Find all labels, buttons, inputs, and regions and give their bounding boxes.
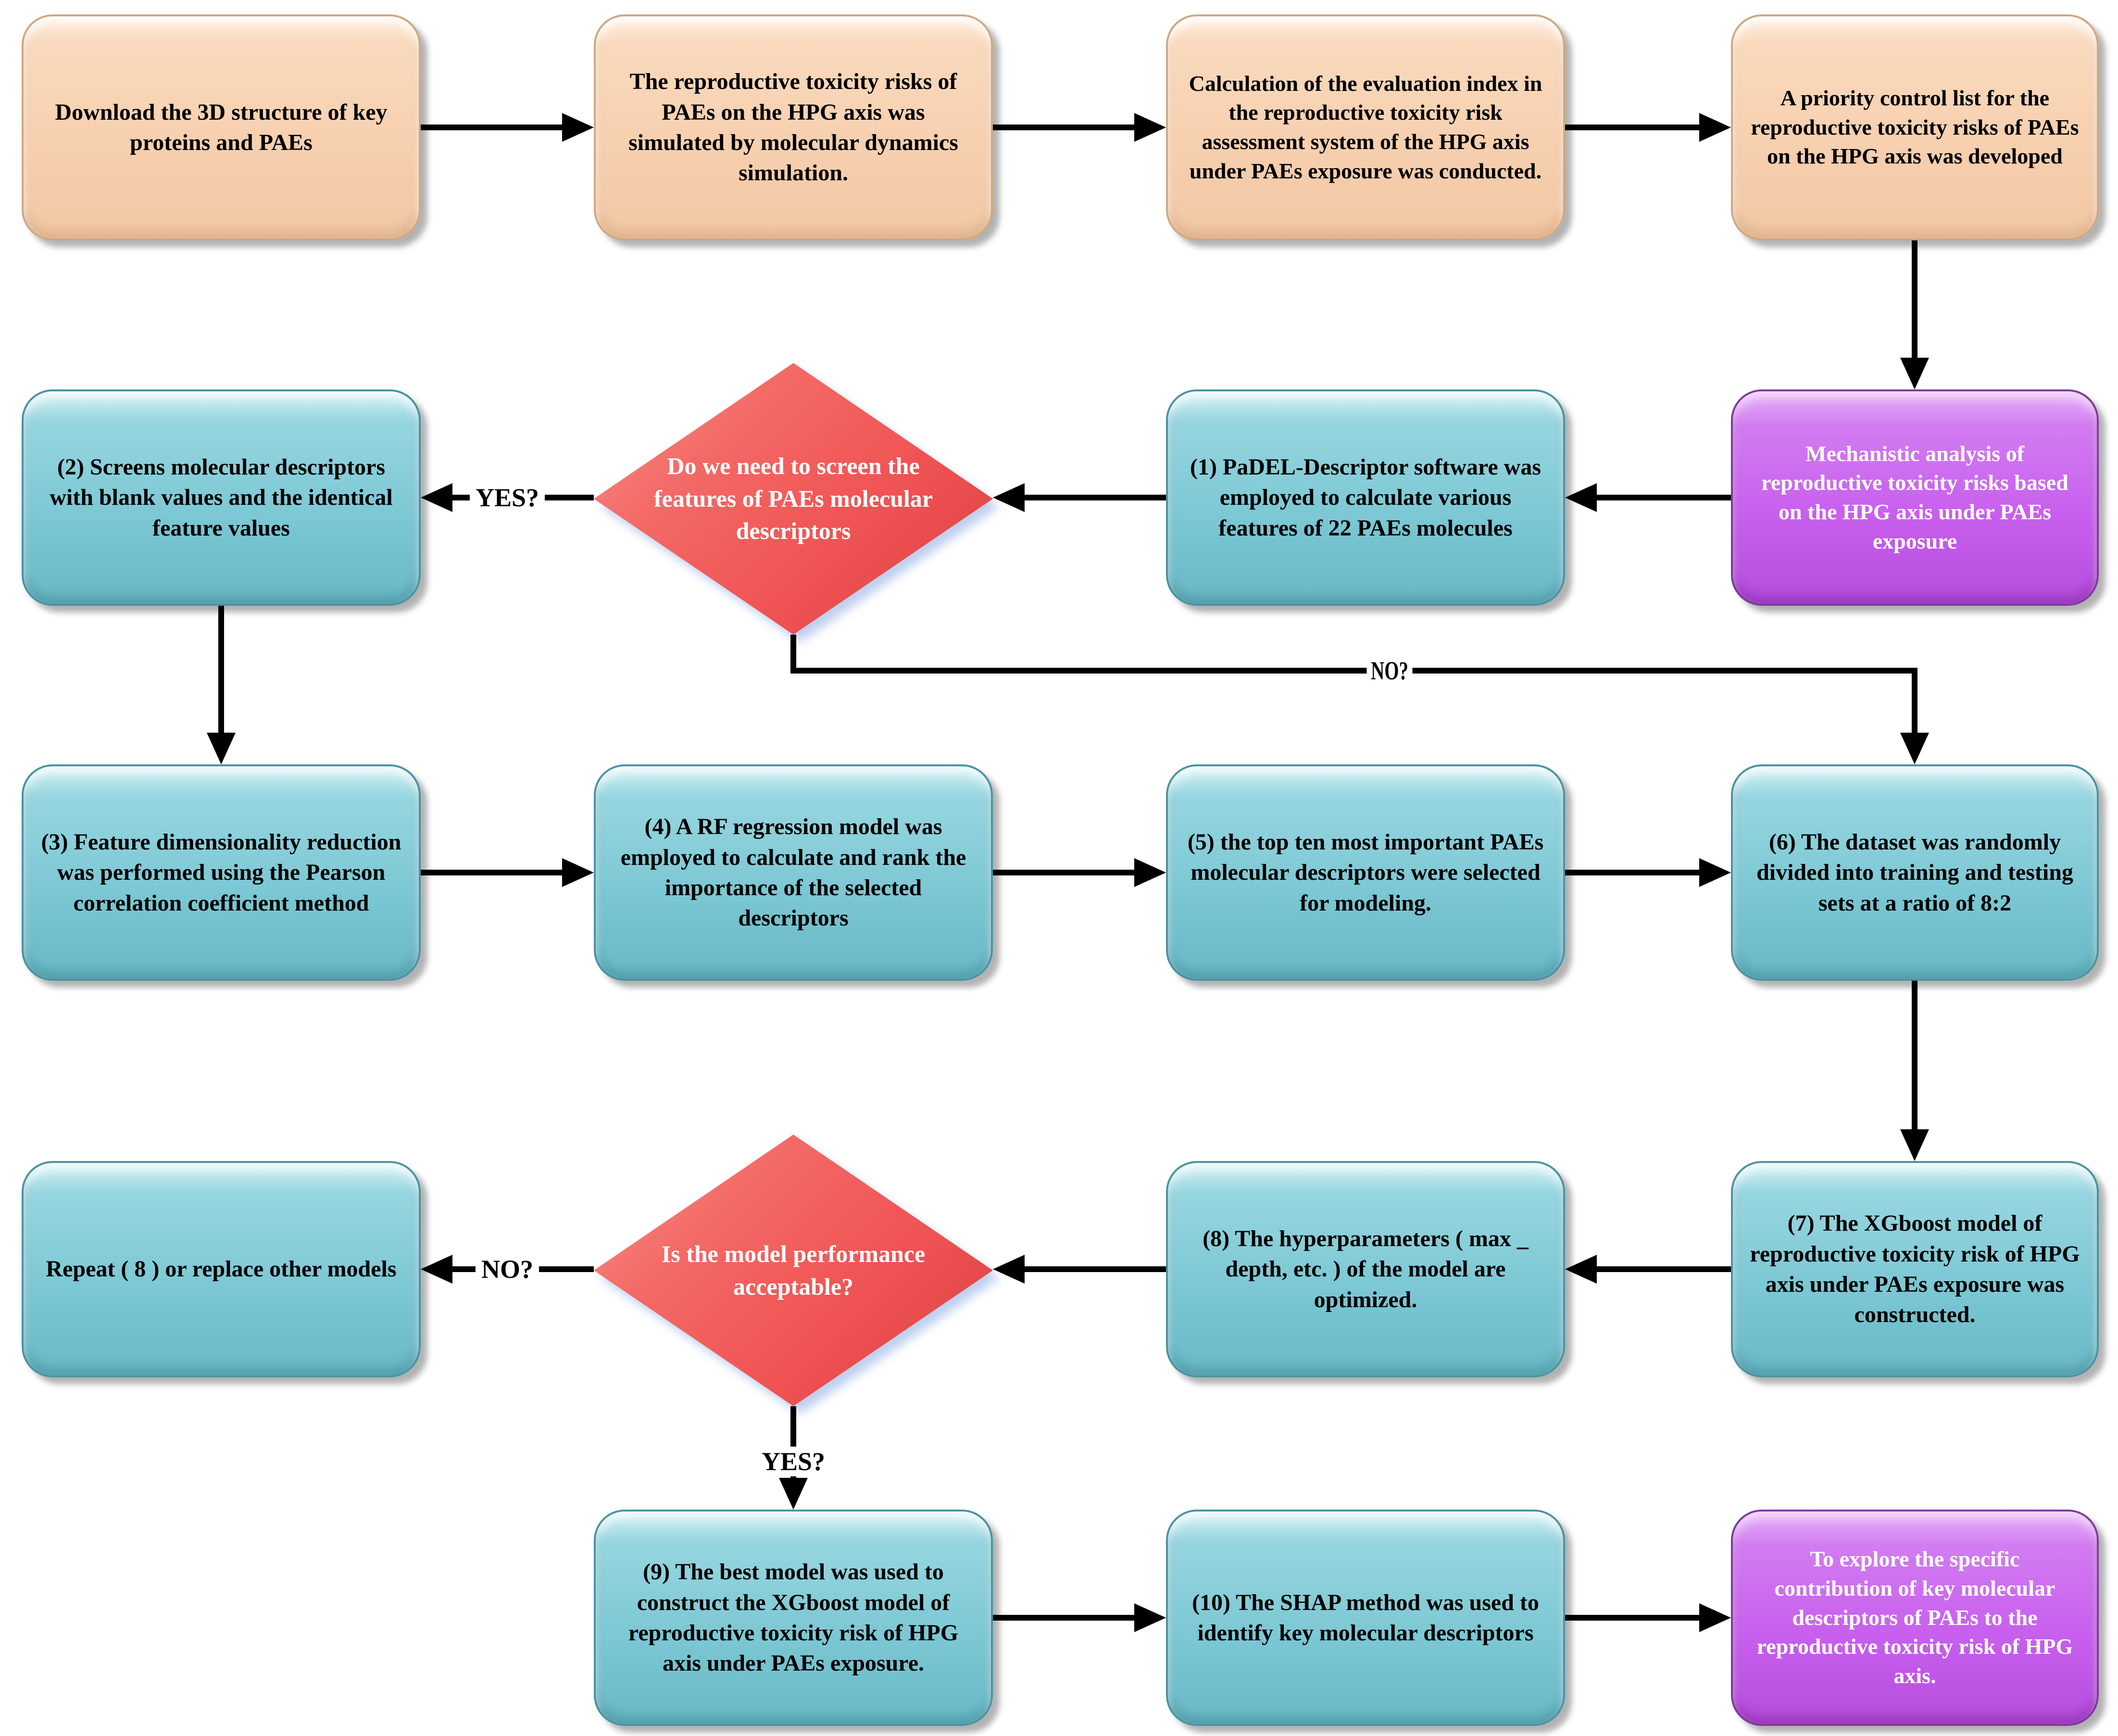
arrow-pearson-to-rf-head bbox=[562, 858, 594, 887]
node-xgboost-constructed: (7) The XGboost model of reproductive to… bbox=[1731, 1161, 2099, 1377]
decision-screen-features-shape: Do we need to screen the features of PAE… bbox=[594, 363, 993, 635]
arrow-pearson-to-rf-line bbox=[421, 870, 562, 875]
arrow-padel-to-decision1-head bbox=[993, 483, 1025, 512]
arrow-shap-to-explore-line bbox=[1565, 1615, 1699, 1621]
arrow-rf-to-topten-head bbox=[1134, 858, 1166, 887]
arrow-xgboost-to-hyper-head bbox=[1565, 1255, 1597, 1284]
arrow-dataset-to-xgboost-line bbox=[1912, 981, 1917, 1129]
decision-model-performance-shape: Is the model performance acceptable? bbox=[594, 1135, 993, 1406]
edge-label-yes-1: YES? bbox=[469, 483, 545, 512]
decision-model-performance: Is the model performance acceptable? bbox=[594, 1135, 993, 1406]
edge-label-no-1: NO? bbox=[1366, 656, 1413, 686]
arrow-priority-to-mechanistic-head bbox=[1900, 358, 1929, 389]
decision-screen-features: Do we need to screen the features of PAE… bbox=[594, 363, 993, 635]
arrow-dataset-to-xgboost-head bbox=[1900, 1129, 1929, 1161]
node-hyperparameters-optimized: (8) The hyperparameters ( max _ depth, e… bbox=[1166, 1161, 1565, 1377]
node-explore-contribution: To explore the specific contribution of … bbox=[1731, 1510, 2099, 1726]
arrow-evaluation-to-priority-head bbox=[1699, 113, 1731, 142]
node-screen-blank-identical: (2) Screens molecular descriptors with b… bbox=[22, 389, 421, 606]
arrow-decision2-yes-head bbox=[779, 1478, 808, 1510]
arrow-hyper-to-decision2-line bbox=[1025, 1266, 1166, 1272]
arrow-bestmodel-to-shap-head bbox=[1134, 1603, 1166, 1632]
edge-label-yes-2: YES? bbox=[755, 1447, 831, 1476]
node-evaluation-index: Calculation of the evaluation index in t… bbox=[1166, 14, 1565, 240]
arrow-screens-to-pearson-head bbox=[207, 733, 236, 764]
arrow-download-to-md-line bbox=[421, 125, 562, 130]
arrow-screens-to-pearson-line bbox=[218, 606, 224, 733]
decision-screen-features-label: Do we need to screen the features of PAE… bbox=[654, 452, 933, 545]
node-top-ten-descriptors: (5) the top ten most important PAEs mole… bbox=[1166, 764, 1565, 981]
arrow-xgboost-to-hyper-line bbox=[1597, 1266, 1731, 1272]
arrow-rf-to-topten-line bbox=[993, 870, 1134, 875]
decision-model-performance-label: Is the model performance acceptable? bbox=[661, 1240, 926, 1300]
node-best-model-xgboost: (9) The best model was used to construct… bbox=[594, 1510, 993, 1726]
edge-label-no-2: NO? bbox=[476, 1254, 539, 1284]
arrow-md-to-evaluation-head bbox=[1134, 113, 1166, 142]
arrow-mechanistic-to-padel-line bbox=[1597, 495, 1731, 500]
node-download-3d-structures: Download the 3D structure of key protein… bbox=[22, 14, 421, 240]
arrow-topten-to-dataset-head bbox=[1699, 858, 1731, 887]
arrow-decision1-yes-head bbox=[421, 483, 452, 512]
arrow-decision1-no-down-line bbox=[1912, 674, 1917, 733]
arrow-bestmodel-to-shap-line bbox=[993, 1615, 1134, 1621]
arrow-decision2-no-head bbox=[421, 1255, 452, 1284]
arrow-download-to-md-head bbox=[562, 113, 594, 142]
arrow-hyper-to-decision2-head bbox=[993, 1255, 1025, 1284]
node-mechanistic-analysis: Mechanistic analysis of reproductive tox… bbox=[1731, 389, 2099, 606]
node-dataset-split: (6) The dataset was randomly divided int… bbox=[1731, 764, 2099, 981]
arrow-mechanistic-to-padel-head bbox=[1565, 483, 1597, 512]
arrow-decision1-no-across-line bbox=[790, 668, 1917, 674]
node-shap-method: (10) The SHAP method was used to identif… bbox=[1166, 1510, 1565, 1726]
arrow-priority-to-mechanistic-line bbox=[1912, 240, 1917, 358]
node-pearson-reduction: (3) Feature dimensionality reduction was… bbox=[22, 764, 421, 981]
node-repeat-or-replace: Repeat ( 8 ) or replace other models bbox=[22, 1161, 421, 1377]
arrow-decision1-no-head bbox=[1900, 733, 1929, 764]
arrow-md-to-evaluation-line bbox=[993, 125, 1134, 130]
arrow-evaluation-to-priority-line bbox=[1565, 125, 1699, 130]
arrow-topten-to-dataset-line bbox=[1565, 870, 1699, 875]
arrow-padel-to-decision1-line bbox=[1025, 495, 1166, 500]
arrow-shap-to-explore-head bbox=[1699, 1603, 1731, 1632]
node-rf-ranking: (4) A RF regression model was employed t… bbox=[594, 764, 993, 981]
node-md-simulation: The reproductive toxicity risks of PAEs … bbox=[594, 14, 993, 240]
arrow-decision1-no-drop-line bbox=[790, 635, 796, 674]
node-priority-control-list: A priority control list for the reproduc… bbox=[1731, 14, 2099, 240]
node-padel-descriptor: (1) PaDEL-Descriptor software was employ… bbox=[1166, 389, 1565, 606]
